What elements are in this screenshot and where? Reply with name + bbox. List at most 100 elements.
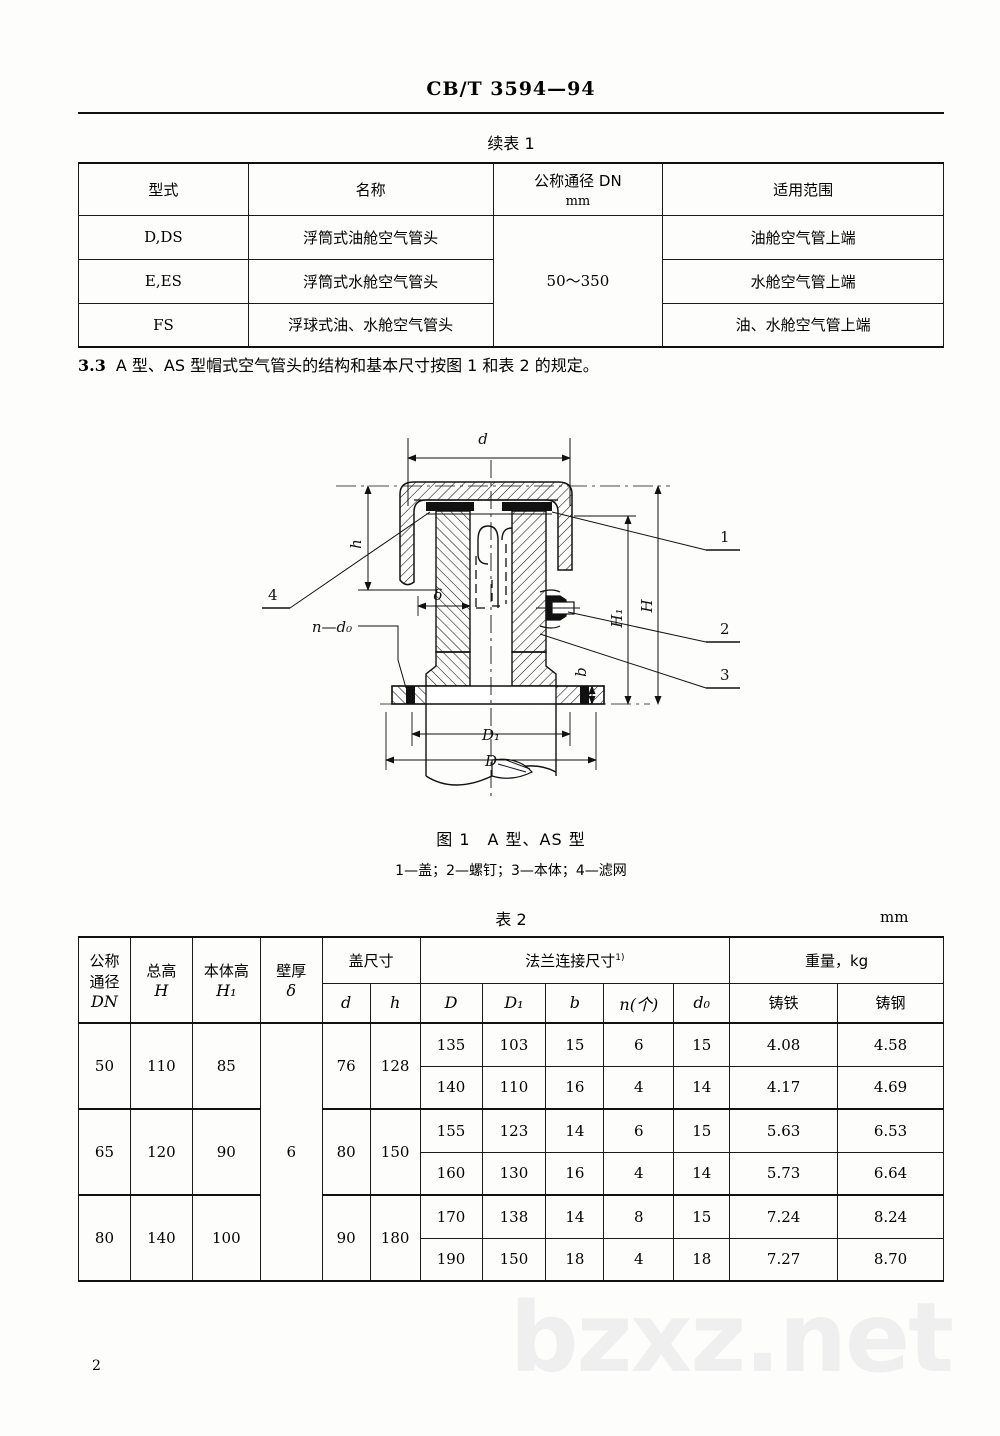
table2-cell-wall-thickness: 6 — [259, 1022, 323, 1282]
table2-header-row-1: 公称 通径 DN 总高 H 本体高 H₁ 壁厚 δ 盖尺寸 — [78, 937, 944, 1024]
table-row: 190 150 18 4 18 7.27 8.70 — [79, 1237, 944, 1282]
dim-label-D1: D₁ — [481, 726, 500, 744]
table2-col-flange-d0: d₀ — [673, 983, 731, 1024]
table2-cell-flange-b: 14 — [545, 1194, 605, 1239]
table2-cell-flange-d0: 14 — [673, 1151, 731, 1196]
table2-cell-weight-steel: 6.64 — [837, 1151, 944, 1196]
table2-cell-flange-d0: 14 — [673, 1065, 731, 1110]
table2-cell-cap-h: 128 — [369, 1022, 421, 1110]
table2-cell-flange-b: 16 — [545, 1151, 605, 1196]
table2-cell-flange-n: 4 — [603, 1151, 675, 1196]
dim-label-h: h — [347, 539, 365, 549]
table2-cell-dn: 80 — [78, 1194, 131, 1282]
table2-cell-cap-d: 80 — [321, 1108, 371, 1196]
clause-text: A 型、AS 型帽式空气管头的结构和基本尺寸按图 1 和表 2 的规定。 — [115, 356, 599, 375]
table2-cell-dn: 65 — [78, 1108, 131, 1196]
table2-cell-flange-D1: 138 — [481, 1194, 547, 1239]
table2-unit-label: mm — [880, 908, 909, 926]
table2-col-flange-D1: D₁ — [481, 983, 547, 1024]
table2-col-body-height: 本体高 H₁ — [191, 937, 261, 1024]
figure-title: 图 1 A 型、AS 型 — [436, 830, 586, 849]
table2-cell-flange-D1: 123 — [481, 1108, 547, 1153]
header-divider — [78, 112, 944, 114]
table2-cell-flange-d0: 15 — [673, 1108, 731, 1153]
table2-col-total-height: 总高 H — [129, 937, 193, 1024]
table1-continued-table1: 型式 名称 公称通径 DN mm 适用范围 D,DS 浮筒式油舱空气管头 50～… — [78, 162, 944, 348]
figure-1-caption: 图 1 A 型、AS 型 1—盖；2—螺钉；3—本体；4—滤网 — [78, 826, 944, 880]
table1-title: 续表 1 — [487, 134, 535, 153]
table-row: D,DS 浮筒式油舱空气管头 50～350 油舱空气管上端 — [78, 214, 944, 348]
dim-label-H1: H₁ — [608, 608, 626, 628]
table-row: 140 110 16 4 14 4.17 4.69 — [79, 1065, 944, 1110]
table2-cell-flange-n: 6 — [603, 1022, 675, 1067]
table2-cell-weight-steel: 4.58 — [837, 1022, 944, 1067]
table1-col-type: 型式 — [78, 163, 249, 216]
table1-cell-scope: 水舱空气管上端 — [662, 258, 944, 304]
figure-legend: 1—盖；2—螺钉；3—本体；4—滤网 — [395, 863, 627, 879]
table2-col-wall-thickness-l2: δ — [286, 981, 297, 1000]
table1-col-scope: 适用范围 — [662, 163, 944, 216]
table2-cell-weight-iron: 7.27 — [729, 1237, 839, 1282]
callout-4-label: 4 — [268, 586, 278, 604]
table1-cell-scope: 油舱空气管上端 — [662, 214, 944, 260]
table1-col-dn: 公称通径 DN mm — [492, 163, 664, 216]
table2-col-weight-iron: 铸铁 — [729, 983, 839, 1024]
table1-cell-type: E,ES — [78, 258, 249, 304]
table2-cell-flange-D: 140 — [419, 1065, 483, 1110]
table2-cell-H1: 85 — [191, 1022, 261, 1110]
table2-cell-flange-D: 190 — [419, 1237, 483, 1282]
table2-cell-weight-iron: 7.24 — [729, 1194, 839, 1239]
dim-label-D: D — [484, 752, 497, 770]
table2-col-wall-thickness: 壁厚 δ — [259, 937, 323, 1024]
table2-col-dn-l3: DN — [91, 991, 118, 1011]
table2-col-cap-h: h — [369, 983, 421, 1024]
table2-cell-flange-n: 4 — [603, 1065, 675, 1110]
table2-cell-flange-D: 160 — [419, 1151, 483, 1196]
table2-cell-weight-steel: 4.69 — [837, 1065, 944, 1110]
table-row: 80 140 100 90 180 170 138 14 8 15 7.24 8… — [78, 1194, 944, 1282]
table2-col-flange-n: n(个) — [603, 983, 675, 1024]
table2-cell-H: 140 — [129, 1194, 193, 1282]
table-row: 50 110 85 6 76 128 135 103 15 6 15 4.08 … — [78, 1022, 944, 1282]
table1-cell-scope: 油、水舱空气管上端 — [662, 302, 944, 348]
table2-col-dn: 公称 通径 DN — [78, 937, 131, 1024]
table2-group-cap: 盖尺寸 — [321, 937, 421, 984]
table1-col-dn-line1: 公称通径 DN — [534, 171, 622, 190]
table2-cell-flange-D1: 110 — [481, 1065, 547, 1110]
table1-cell-name: 浮球式油、水舱空气管头 — [247, 302, 494, 348]
table2-cell-H: 110 — [129, 1022, 193, 1110]
table2-cell-flange-D1: 130 — [481, 1151, 547, 1196]
table2-cell-cap-h: 150 — [369, 1108, 421, 1196]
table2-col-wall-thickness-l1: 壁厚 — [276, 962, 307, 980]
table2-cell-flange-b: 14 — [545, 1108, 605, 1153]
table2-cell-weight-steel: 8.24 — [837, 1194, 944, 1239]
document-header: CB/T 3594—94 — [78, 78, 944, 100]
table2-cell-flange-D1: 103 — [481, 1022, 547, 1067]
table2-cell-weight-iron: 4.17 — [729, 1065, 839, 1110]
table1-cell-type: D,DS — [78, 214, 249, 260]
callout-3-label: 3 — [720, 666, 730, 684]
dim-label-n-d0: n—d₀ — [312, 618, 352, 636]
dim-label-delta: δ — [433, 586, 442, 604]
table2-group-weight: 重量，kg — [729, 937, 944, 984]
table2-cell-weight-steel: 8.70 — [837, 1237, 944, 1282]
table-row: 65 120 90 80 150 155 123 14 6 15 5.63 6.… — [78, 1108, 944, 1196]
table1-cell-type: FS — [78, 302, 249, 348]
table2-cell-flange-d0: 15 — [673, 1022, 731, 1067]
table2-cell-flange-D1: 150 — [481, 1237, 547, 1282]
table2-cell-cap-d: 90 — [321, 1194, 371, 1282]
table-row: 160 130 16 4 14 5.73 6.64 — [79, 1151, 944, 1196]
table2-cell-dn: 50 — [78, 1022, 131, 1110]
table2-cell-flange-D: 170 — [419, 1194, 483, 1239]
table1-cell-name: 浮筒式油舱空气管头 — [247, 214, 494, 260]
table2-group-flange-label: 法兰连接尺寸 — [525, 951, 616, 970]
table2-cell-flange-b: 16 — [545, 1065, 605, 1110]
table2-col-flange-b: b — [545, 983, 605, 1024]
table2-group-flange-footnote: 1) — [615, 952, 625, 963]
table2-cell-H1: 90 — [191, 1108, 261, 1196]
watermark: bzxz.net — [509, 1282, 954, 1394]
table2-cell-flange-D: 135 — [419, 1022, 483, 1067]
table2-col-flange-D: D — [419, 983, 483, 1024]
table2-cell-flange-n: 4 — [603, 1237, 675, 1282]
